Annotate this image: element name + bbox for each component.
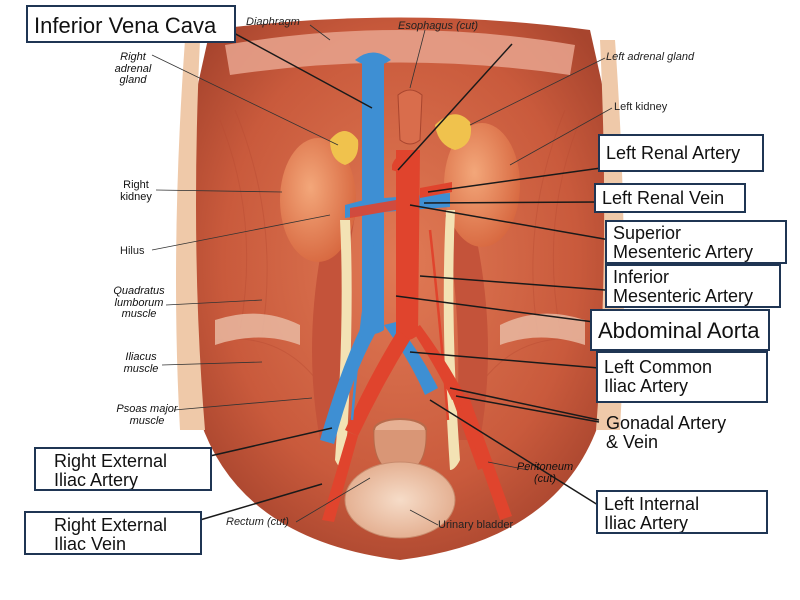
label-diaphragm: Diaphragm bbox=[246, 16, 300, 28]
right-flank bbox=[176, 40, 205, 430]
callout-superior-mesenteric-artery: Superior Mesenteric Artery bbox=[605, 220, 787, 264]
label-psoas-major: Psoas major muscle bbox=[116, 403, 178, 427]
callout-inferior-mesenteric-artery: Inferior Mesenteric Artery bbox=[605, 264, 781, 308]
abdominal-aorta bbox=[396, 150, 420, 340]
callout-left-internal-iliac-artery: Left Internal Iliac Artery bbox=[596, 490, 768, 534]
right-renal-artery bbox=[350, 200, 396, 218]
right-gonadal-vessels bbox=[350, 229, 377, 421]
callout-left-renal-artery: Left Renal Artery bbox=[598, 134, 764, 172]
label-right-kidney: Right kidney bbox=[120, 179, 152, 203]
callout-right-external-iliac-artery: Right External Iliac Artery bbox=[34, 447, 212, 491]
right-external-iliac-artery bbox=[322, 432, 358, 522]
label-iliacus-muscle: Iliacus muscle bbox=[123, 351, 159, 375]
right-kidney bbox=[280, 138, 356, 262]
esophagus bbox=[397, 89, 423, 145]
label-urinary-bladder: Urinary bladder bbox=[438, 519, 514, 531]
right-common-iliac-vein bbox=[320, 325, 376, 444]
callout-abdominal-aorta: Abdominal Aorta bbox=[590, 309, 770, 351]
right-common-iliac-artery bbox=[345, 330, 410, 436]
callout-right-external-iliac-vein: Right External Iliac Vein bbox=[24, 511, 202, 555]
label-peritoneum: Peritoneum (cut) bbox=[516, 461, 574, 485]
left-renal-artery bbox=[420, 182, 452, 198]
left-psoas-muscle bbox=[445, 210, 488, 440]
right-quadratus-band bbox=[215, 313, 300, 345]
label-left-adrenal-gland: Left adrenal gland bbox=[606, 51, 695, 63]
callout-leader-lines bbox=[199, 31, 611, 521]
callout-inferior-vena-cava: Inferior Vena Cava bbox=[26, 5, 236, 43]
callout-gonadal-artery-vein: Gonadal Artery & Vein bbox=[606, 413, 727, 452]
ivc-top bbox=[355, 52, 391, 66]
callout-left-common-iliac-artery: Left Common Iliac Artery bbox=[596, 351, 768, 403]
superior-mesenteric-artery-stub bbox=[392, 156, 408, 172]
inferior-vena-cava bbox=[362, 60, 384, 334]
printed-leader-lines bbox=[151, 24, 613, 526]
left-common-iliac-artery bbox=[412, 325, 464, 400]
diaphragm bbox=[225, 30, 575, 75]
left-quadratus-band bbox=[500, 313, 585, 345]
label-rectum: Rectum (cut) bbox=[226, 516, 289, 528]
left-adrenal-gland bbox=[435, 114, 471, 150]
label-quadratus-lumborum: Quadratus lumborum muscle bbox=[113, 285, 165, 321]
left-gonadal-vessels bbox=[428, 229, 450, 421]
callout-left-renal-vein: Left Renal Vein bbox=[594, 183, 746, 213]
label-left-kidney: Left kidney bbox=[614, 101, 668, 113]
label-right-adrenal-gland: Right adrenal gland bbox=[114, 51, 152, 87]
right-adrenal-gland bbox=[330, 131, 359, 165]
label-esophagus: Esophagus (cut) bbox=[398, 20, 478, 32]
label-hilus: Hilus bbox=[120, 245, 145, 257]
